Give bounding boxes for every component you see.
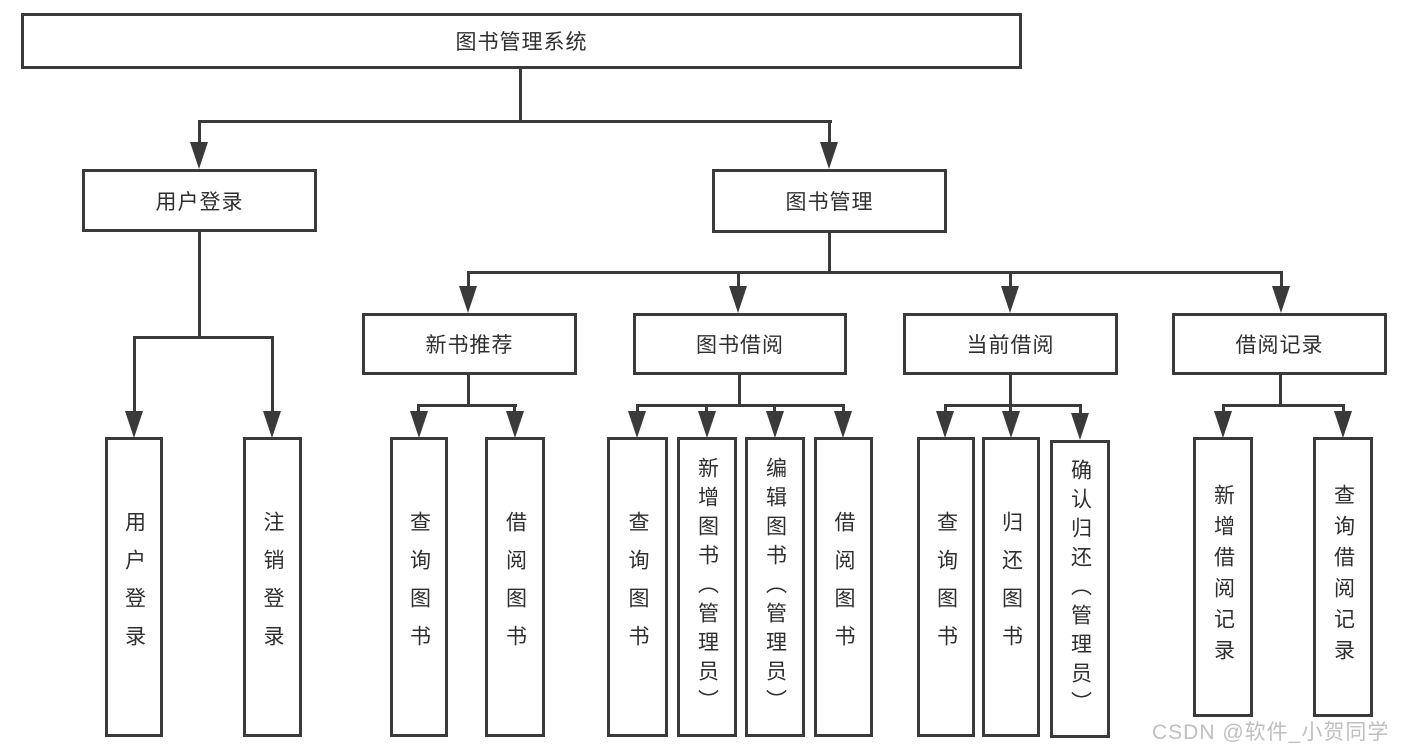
node-label: 用户登录 <box>155 190 244 214</box>
node-label: 借阅图书 <box>832 511 855 663</box>
connector-line <box>467 271 1283 274</box>
node-current-borrowing: 当前借阅 <box>903 313 1118 375</box>
connector-line <box>467 271 470 291</box>
node-label: 查询图书 <box>407 511 431 663</box>
node-label: 编辑图书（管理员） <box>763 456 787 718</box>
leaf-query-books-recommend: 查询图书 <box>390 437 448 737</box>
connector-line <box>418 404 517 407</box>
arrowhead-down <box>410 411 428 438</box>
arrowhead-down <box>834 411 852 438</box>
leaf-query-books-borrowing: 查询图书 <box>607 437 668 737</box>
connector-line <box>828 120 831 146</box>
arrowhead-down <box>1002 411 1020 438</box>
arrowhead-down <box>1272 286 1290 313</box>
arrowhead-down <box>1001 286 1019 313</box>
connector-line <box>198 120 832 123</box>
connector-line <box>198 120 201 146</box>
connector-line <box>519 69 522 123</box>
connector-line <box>1280 271 1283 291</box>
node-label: 新增借阅记录 <box>1211 484 1235 670</box>
arrowhead-down <box>820 142 838 169</box>
node-label: 新增图书（管理员） <box>695 456 719 718</box>
connector-line <box>513 404 516 416</box>
connector-line <box>1279 375 1282 407</box>
node-label: 图书管理 <box>785 191 874 214</box>
connector-line <box>1009 375 1012 407</box>
leaf-user-login: 用户登录 <box>105 437 163 737</box>
leaf-add-books-admin: 新增图书（管理员） <box>677 437 737 737</box>
leaf-confirm-return-admin: 确认归还（管理员） <box>1050 440 1110 738</box>
node-user-login: 用户登录 <box>82 169 317 232</box>
arrowhead-down <box>1071 413 1089 440</box>
node-book-borrowing: 图书借阅 <box>633 313 847 375</box>
connector-line <box>828 233 831 274</box>
connector-line <box>417 404 420 416</box>
arrowhead-down <box>766 411 784 438</box>
node-label: 注销登录 <box>261 511 284 663</box>
node-label: 借阅图书 <box>503 511 527 663</box>
node-label: 确认归还（管理员） <box>1068 458 1092 720</box>
leaf-query-books-current: 查询图书 <box>917 437 975 737</box>
arrowhead-down <box>125 411 143 438</box>
arrowhead-down <box>263 411 281 438</box>
node-label: 借阅记录 <box>1235 334 1324 357</box>
leaf-borrow-books: 借阅图书 <box>814 437 873 737</box>
connector-line <box>1009 271 1012 291</box>
connector-line <box>1079 404 1082 416</box>
arrowhead-down <box>1334 411 1352 438</box>
connector-line <box>1222 404 1225 416</box>
node-label: 当前借阅 <box>966 334 1055 357</box>
node-library-management-system: 图书管理系统 <box>21 13 1022 69</box>
connector-line <box>944 404 947 416</box>
leaf-query-borrow-record: 查询借阅记录 <box>1313 437 1373 717</box>
csdn-watermark: CSDN @软件_小贺同学 <box>1152 721 1390 744</box>
arrowhead-down <box>1214 411 1232 438</box>
connector-line <box>944 404 1082 407</box>
node-book-management: 图书管理 <box>712 169 947 233</box>
node-label: 新书推荐 <box>425 334 514 357</box>
node-label: 图书管理系统 <box>455 31 588 54</box>
node-borrowing-records: 借阅记录 <box>1172 313 1387 375</box>
node-label: 查询图书 <box>626 511 649 663</box>
leaf-borrow-books-recommend: 借阅图书 <box>485 437 545 737</box>
connector-line <box>1009 404 1012 416</box>
connector-line <box>738 375 741 407</box>
connector-line <box>636 404 639 416</box>
connector-line <box>198 232 201 338</box>
node-label: 用户登录 <box>122 511 146 663</box>
connector-line <box>467 375 470 407</box>
connector-line <box>737 271 740 291</box>
arrowhead-down <box>936 411 954 438</box>
node-label: 归还图书 <box>999 511 1023 663</box>
node-new-book-recommend: 新书推荐 <box>362 313 577 375</box>
connector-line <box>636 404 845 407</box>
arrowhead-down <box>459 286 477 313</box>
connector-line <box>705 404 708 416</box>
connector-line <box>1342 404 1345 416</box>
arrowhead-down <box>698 411 716 438</box>
arrowhead-down <box>506 411 524 438</box>
node-label: 查询借阅记录 <box>1331 484 1355 670</box>
leaf-edit-books-admin: 编辑图书（管理员） <box>745 437 805 737</box>
arrowhead-down <box>729 286 747 313</box>
connector-line <box>773 404 776 416</box>
connector-line <box>133 336 136 414</box>
node-label: 图书借阅 <box>696 334 784 357</box>
connector-line <box>1222 404 1345 407</box>
leaf-return-books: 归还图书 <box>982 437 1040 737</box>
connector-line <box>842 404 845 416</box>
connector-line <box>133 336 274 339</box>
arrowhead-down <box>628 411 646 438</box>
arrowhead-down <box>190 142 208 169</box>
leaf-logout: 注销登录 <box>243 437 302 737</box>
node-label: 查询图书 <box>934 511 958 663</box>
leaf-add-borrow-record: 新增借阅记录 <box>1193 437 1253 717</box>
connector-line <box>271 336 274 414</box>
